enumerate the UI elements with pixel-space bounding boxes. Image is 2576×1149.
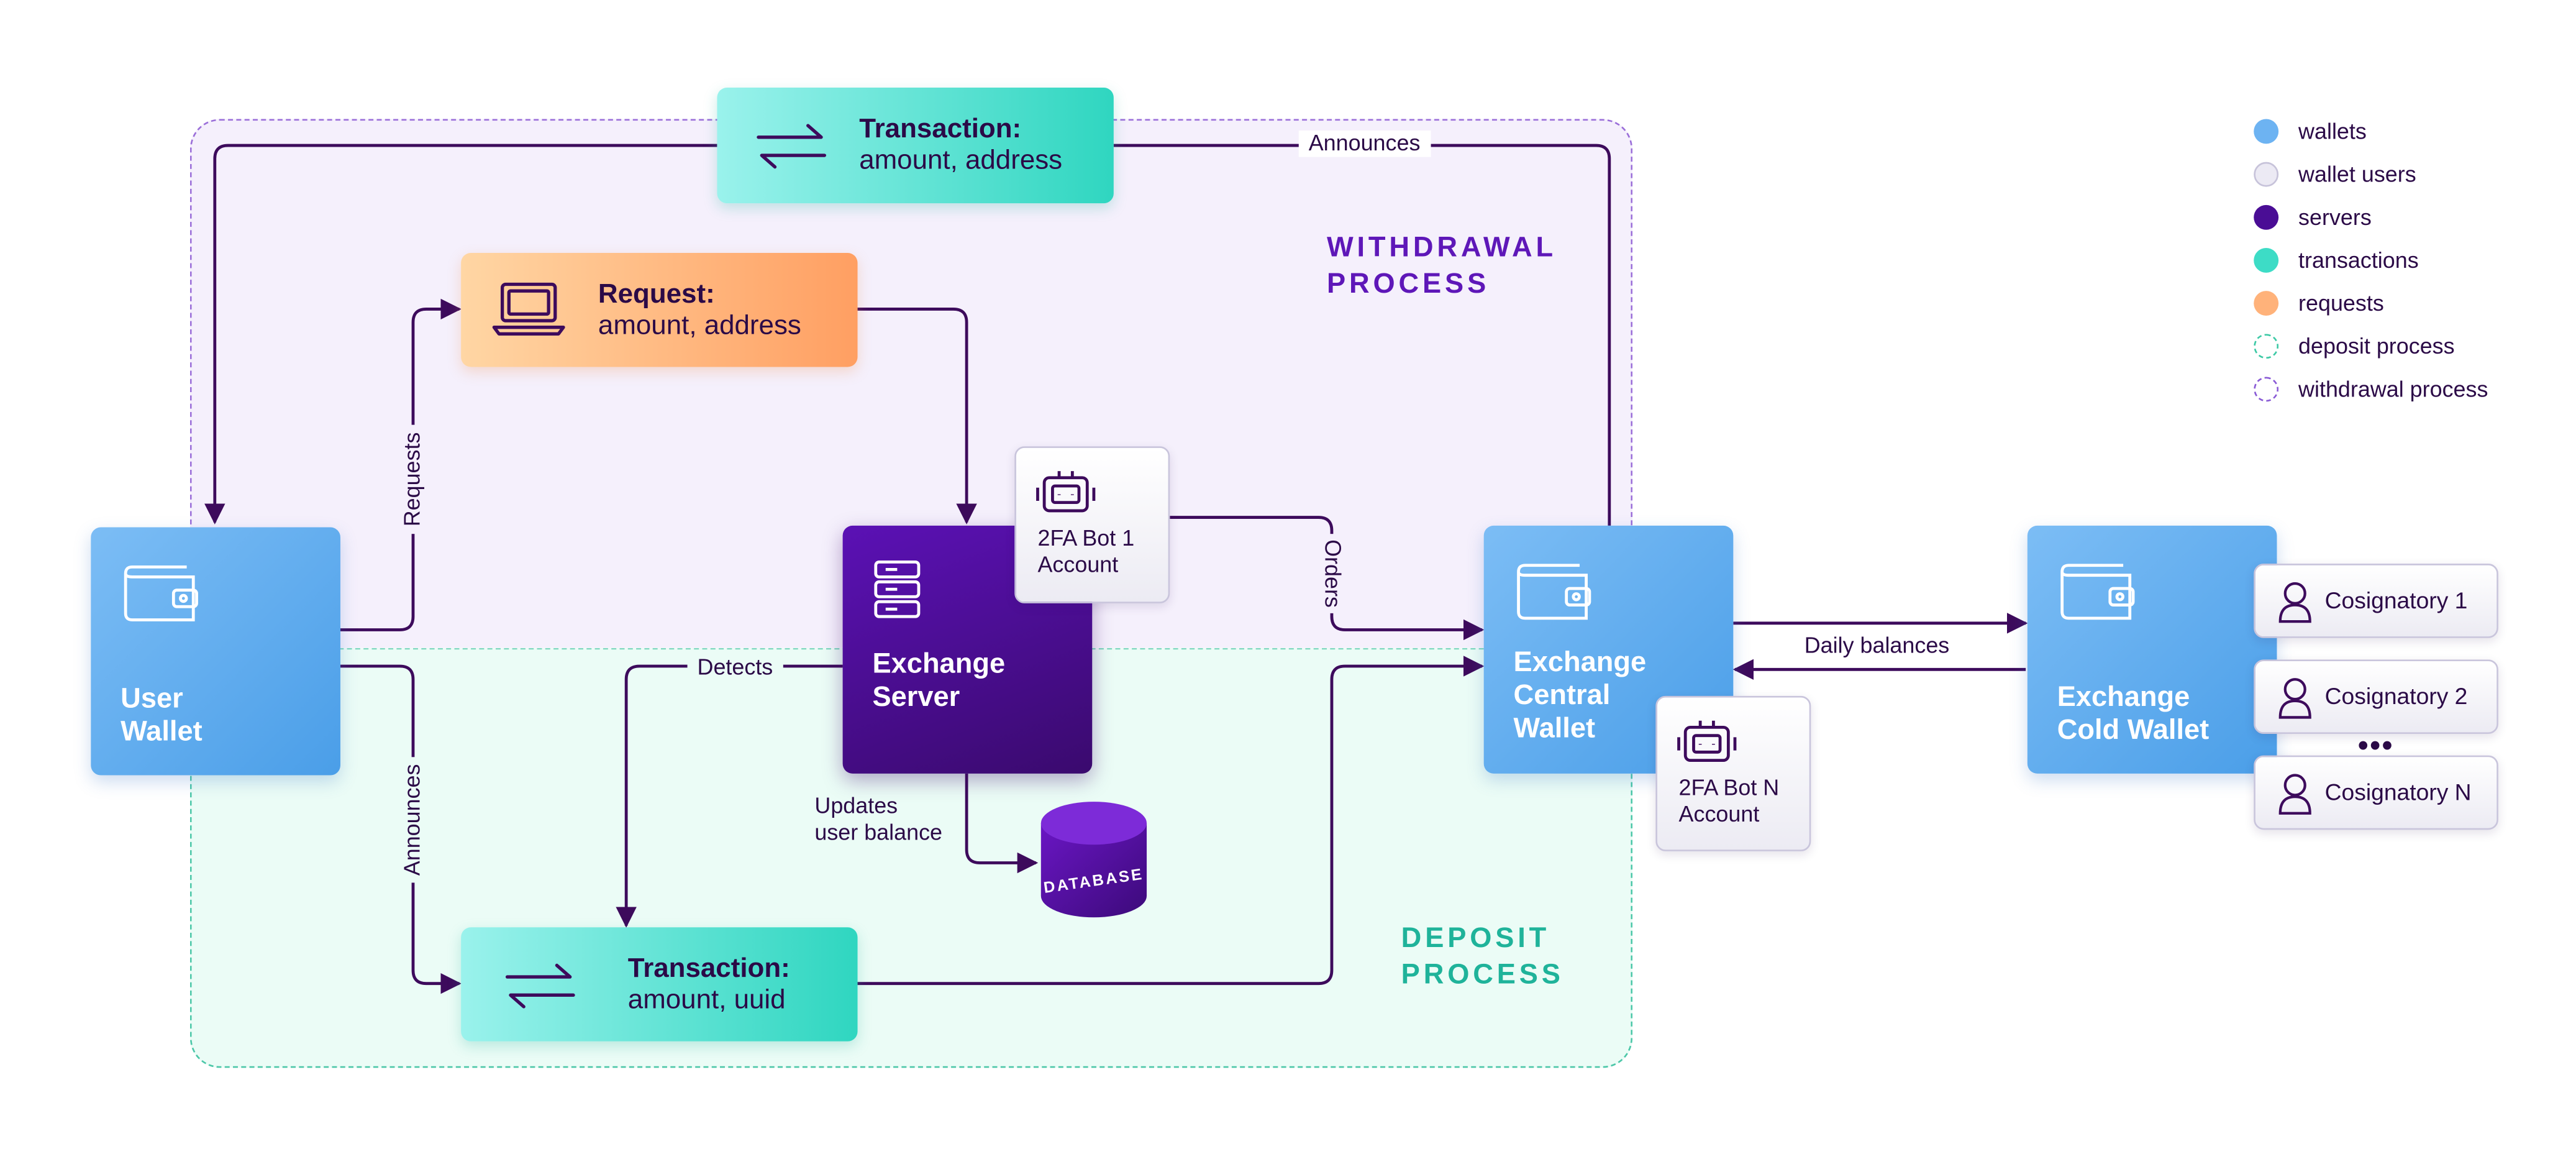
- legend-swatch: [2254, 334, 2279, 359]
- wallet-icon: [124, 565, 198, 621]
- deposit-process-label: DEPOSIT PROCESS: [1401, 922, 1564, 991]
- user-icon: [2278, 582, 2311, 623]
- deposit-transaction-box: Transaction: amount, uuid: [461, 927, 858, 1041]
- withdrawal-transaction-title: Transaction:: [859, 114, 1022, 144]
- legend-swatch: [2254, 377, 2279, 402]
- legend-label: withdrawal process: [2298, 377, 2488, 402]
- legend-label: wallets: [2298, 119, 2367, 144]
- legend-swatch: [2254, 119, 2279, 144]
- edge-request-to-server: [857, 308, 977, 524]
- edge-announces-top: [215, 144, 1611, 526]
- request-text: Request: amount, address: [598, 280, 801, 342]
- request-detail: amount, address: [598, 311, 801, 341]
- edge-label-requests: Requests: [399, 424, 427, 534]
- robot-icon: [1677, 720, 1737, 762]
- cosignatory-2-label: Cosignatory 2: [2324, 682, 2468, 710]
- edge-label-announces-top: Announces: [1298, 130, 1431, 157]
- withdrawal-process-label: WITHDRAWAL PROCESS: [1326, 231, 1557, 300]
- cosignatory-n-label: Cosignatory N: [2324, 778, 2472, 805]
- edge-label-announces-left: Announces: [399, 757, 427, 883]
- exchange-cold-wallet-node: Exchange Cold Wallet: [2027, 525, 2277, 774]
- withdrawal-transaction-text: Transaction: amount, address: [859, 114, 1062, 177]
- deposit-transaction-detail: amount, uuid: [627, 985, 786, 1015]
- legend-swatch: [2254, 248, 2279, 273]
- legend-label: deposit process: [2298, 334, 2455, 359]
- user-icon: [2278, 678, 2311, 719]
- cosignatory-1-label: Cosignatory 1: [2324, 587, 2468, 613]
- transfer-arrows-icon: [505, 963, 575, 1009]
- edge-label-daily-balances: Daily balances: [1804, 633, 1950, 658]
- withdrawal-transaction-box: Transaction: amount, address: [717, 87, 1114, 204]
- bot1-label: 2FA Bot 1 Account: [1037, 525, 1135, 577]
- wallet-icon: [1517, 564, 1591, 620]
- legend-swatch: [2254, 204, 2279, 230]
- edge-label-detects: Detects: [687, 654, 783, 681]
- botN-account-box: 2FA Bot N Account: [1655, 695, 1811, 851]
- transfer-arrows-icon: [757, 124, 826, 169]
- edge-updates-balance: [965, 773, 1039, 874]
- database-cylinder: DATABASE: [1040, 802, 1147, 918]
- cosignatory-n-box: Cosignatory N: [2254, 755, 2498, 830]
- wallet-icon: [2060, 564, 2135, 620]
- legend-label: servers: [2298, 204, 2372, 230]
- user-wallet-node: User Wallet: [91, 527, 340, 776]
- withdrawal-transaction-detail: amount, address: [859, 145, 1063, 175]
- cosignatory-1-box: Cosignatory 1: [2254, 564, 2498, 638]
- legend-label: transactions: [2298, 248, 2419, 273]
- request-box: Request: amount, address: [461, 252, 858, 367]
- cosignatory-2-box: Cosignatory 2: [2254, 659, 2498, 735]
- edge-detects: [616, 664, 843, 928]
- user-icon: [2278, 774, 2311, 815]
- botN-label: 2FA Bot N Account: [1678, 775, 1780, 826]
- edge-deposit-to-central: [857, 656, 1485, 986]
- server-stack-icon: [874, 561, 921, 618]
- exchange-server-label: Exchange Server: [872, 648, 1006, 713]
- deposit-transaction-title: Transaction:: [627, 953, 790, 984]
- legend-label: requests: [2298, 291, 2384, 316]
- user-wallet-label: User Wallet: [121, 682, 203, 748]
- legend-label: wallet users: [2298, 162, 2416, 187]
- laptop-icon: [492, 282, 565, 336]
- request-title: Request:: [598, 279, 715, 309]
- bot1-account-box: 2FA Bot 1 Account: [1014, 446, 1170, 603]
- robot-icon: [1036, 471, 1096, 513]
- exchange-central-wallet-label: Exchange Central Wallet: [1513, 646, 1647, 744]
- legend-swatch: [2254, 162, 2279, 187]
- legend-swatch: [2254, 291, 2279, 316]
- exchange-cold-wallet-label: Exchange Cold Wallet: [2057, 680, 2210, 746]
- edge-label-updates-balance: Updates user balance: [814, 793, 943, 846]
- edge-label-orders: Orders: [1318, 534, 1345, 613]
- deposit-transaction-text: Transaction: amount, uuid: [628, 954, 790, 1017]
